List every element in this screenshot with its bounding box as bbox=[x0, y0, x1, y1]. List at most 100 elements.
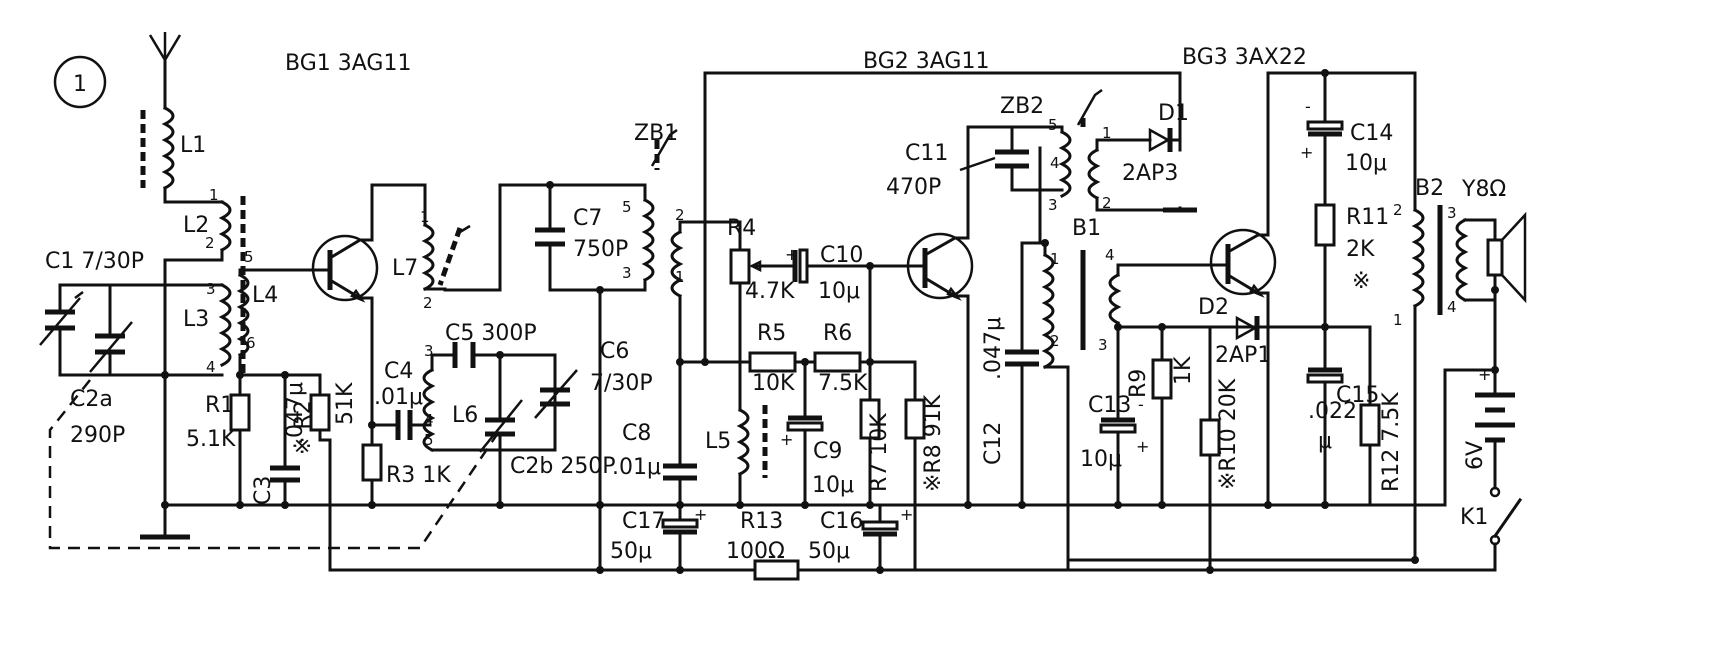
r5-value: 10K bbox=[752, 371, 795, 396]
c15-value: .022 bbox=[1308, 399, 1357, 424]
c2a-value: 290P bbox=[70, 423, 125, 448]
zb2-label: ZB2 bbox=[1000, 94, 1044, 119]
antenna-icon bbox=[148, 32, 182, 110]
battery-plus: + bbox=[1478, 365, 1491, 384]
r13-name: R13 bbox=[740, 509, 783, 534]
l4-pin6: 6 bbox=[246, 334, 256, 352]
c11-value: 470P bbox=[886, 175, 941, 200]
resistor-r3: R3 1K bbox=[361, 423, 451, 507]
b1-pin4: 4 bbox=[1105, 246, 1115, 264]
c7-name: C7 bbox=[573, 206, 602, 231]
b1-pin1: 1 bbox=[1050, 250, 1060, 268]
gang-link bbox=[48, 379, 502, 550]
capacitor-c13: - + C13 10μ bbox=[1080, 325, 1149, 507]
capacitor-c4: C4 .01μ bbox=[370, 359, 432, 440]
l6-pin3: 3 bbox=[424, 342, 434, 360]
c10-value: 10μ bbox=[818, 279, 860, 304]
resistor-r11: R11 2K ※ bbox=[1314, 203, 1389, 507]
r11-value: 2K bbox=[1346, 237, 1375, 262]
l1-label: L1 bbox=[180, 133, 206, 158]
resistor-r12: R12 7.5K bbox=[1328, 325, 1404, 507]
diode-d1: D1 2AP3 bbox=[1122, 71, 1189, 186]
speaker-icon: Y8Ω bbox=[1461, 177, 1527, 304]
l7-pin1: 1 bbox=[420, 208, 430, 226]
resistor-r2: ※ R2 51K bbox=[291, 373, 358, 572]
b1-label: B1 bbox=[1072, 216, 1101, 241]
bg1-label: BG1 3AG11 bbox=[285, 51, 411, 76]
inductor-l4: L4 5 6 bbox=[236, 248, 322, 377]
transformer-b2: B2 2 1 3 4 bbox=[1066, 176, 1497, 562]
switch-label: K1 bbox=[1460, 505, 1488, 530]
resistor-r9: R9 1K bbox=[1126, 325, 1196, 507]
capacitor-c7: C7 750P bbox=[535, 183, 647, 292]
r13-value: 100Ω bbox=[726, 539, 785, 564]
capacitor-c11: C11 470P bbox=[886, 125, 1064, 200]
l2-pin1: 1 bbox=[209, 186, 219, 204]
r12-label: R12 7.5K bbox=[1379, 392, 1404, 492]
l3-pin3: 3 bbox=[206, 280, 216, 298]
r8-label: ※R8 91K bbox=[921, 394, 946, 492]
ground-rail-left bbox=[140, 503, 602, 540]
c7-value: 750P bbox=[573, 237, 628, 262]
zb1-pin2: 2 bbox=[675, 206, 685, 224]
c17-value: 50μ bbox=[610, 539, 652, 564]
c14-plus: + bbox=[1300, 143, 1313, 162]
agc-rail bbox=[703, 71, 1182, 364]
c9-value: 10μ bbox=[812, 473, 854, 498]
battery-label: 6V bbox=[1463, 441, 1488, 470]
battery-icon: + 6V bbox=[1443, 298, 1515, 507]
r11-mark: ※ bbox=[1352, 269, 1370, 294]
r5-name: R5 bbox=[757, 321, 786, 346]
l6-pin4: 4 bbox=[424, 411, 434, 429]
speaker-label: Y8Ω bbox=[1461, 177, 1506, 202]
b2-pin1: 1 bbox=[1393, 311, 1403, 329]
d2-name: D2 bbox=[1198, 295, 1229, 320]
capacitor-c6: C6 7/30P bbox=[534, 339, 653, 452]
c16-value: 50μ bbox=[808, 539, 850, 564]
c9-plus: + bbox=[780, 430, 793, 449]
l7-pin2: 2 bbox=[423, 294, 433, 312]
capacitor-c14: - + C14 10μ bbox=[1300, 71, 1393, 207]
c2a-name: C2a bbox=[70, 387, 113, 412]
c3-name: C3 bbox=[251, 476, 276, 505]
resistor-r6: R6 7.5K bbox=[813, 321, 917, 396]
l4-label: L4 bbox=[252, 283, 278, 308]
zb1-pin3: 3 bbox=[622, 264, 632, 282]
r6-value: 7.5K bbox=[818, 371, 868, 396]
inductor-l1: L1 bbox=[140, 105, 224, 204]
r4-name: R4 bbox=[727, 216, 756, 241]
bg3-label: BG3 3AX22 bbox=[1182, 45, 1307, 70]
c8-value: .01μ bbox=[612, 455, 661, 480]
figure-number: 1 bbox=[53, 55, 107, 109]
inductor-l2-l3: L2 L3 1 2 3 4 bbox=[163, 186, 246, 527]
ground-zb2 bbox=[1123, 206, 1197, 213]
c1-label: C1 7/30P bbox=[45, 249, 144, 274]
r9-name: R9 bbox=[1126, 369, 1151, 398]
capacitor-c9: + C9 10μ bbox=[780, 360, 854, 507]
c6-name: C6 bbox=[600, 339, 629, 364]
capacitor-c17: + C17 50μ bbox=[610, 503, 707, 572]
capacitor-c16: + C16 50μ bbox=[808, 503, 913, 572]
c4-value: .01μ bbox=[374, 385, 423, 410]
c17-plus: + bbox=[694, 505, 707, 524]
r6-name: R6 bbox=[823, 321, 852, 346]
zb1-label: ZB1 bbox=[634, 121, 678, 146]
r2-name: ※ R2 bbox=[291, 400, 316, 455]
l3-label: L3 bbox=[183, 307, 209, 332]
c13-minus: - bbox=[1138, 395, 1144, 414]
capacitor-c12: .047μ C12 bbox=[981, 241, 1047, 507]
c2b-label: C2b 250P bbox=[510, 454, 616, 479]
capacitor-c2a: C2a 290P bbox=[70, 283, 133, 448]
r7-label: R7 10K bbox=[867, 413, 892, 492]
transistor-bg3: BG3 3AX22 bbox=[1182, 45, 1417, 507]
zb2-pin3: 3 bbox=[1048, 196, 1058, 214]
c10-plus: + bbox=[785, 245, 798, 264]
capacitor-c2b: C2b 250P bbox=[479, 353, 616, 507]
l3-pin4: 4 bbox=[206, 358, 216, 376]
capacitor-c8: C8 .01μ bbox=[612, 421, 697, 507]
c13-plus: + bbox=[1136, 437, 1149, 456]
zb2-pin1: 1 bbox=[1102, 124, 1112, 142]
c5-label: C5 300P bbox=[445, 321, 537, 346]
r1-value: 5.1K bbox=[186, 427, 236, 452]
l6-label: L6 bbox=[452, 403, 478, 428]
